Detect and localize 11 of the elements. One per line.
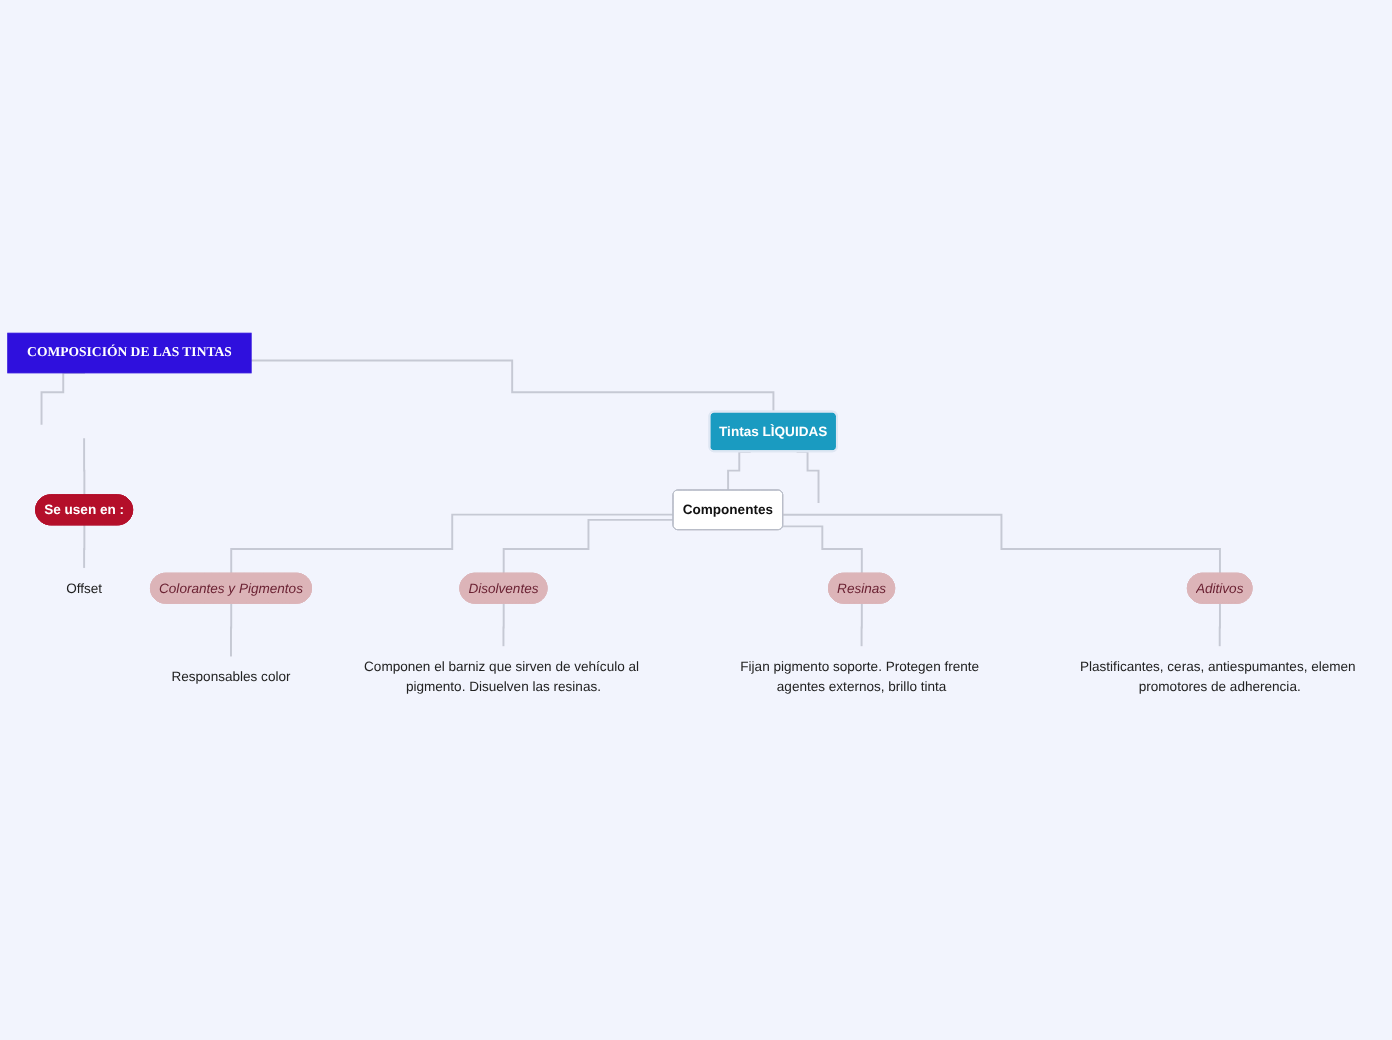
connector — [502, 602, 505, 648]
connector — [502, 518, 675, 575]
connector — [1218, 602, 1222, 648]
connector — [230, 602, 233, 658]
connector — [860, 602, 864, 648]
connector — [230, 513, 675, 575]
connector — [250, 359, 775, 414]
connector — [83, 524, 86, 570]
connector — [83, 437, 86, 497]
connector — [782, 513, 1222, 575]
connector — [782, 525, 864, 575]
